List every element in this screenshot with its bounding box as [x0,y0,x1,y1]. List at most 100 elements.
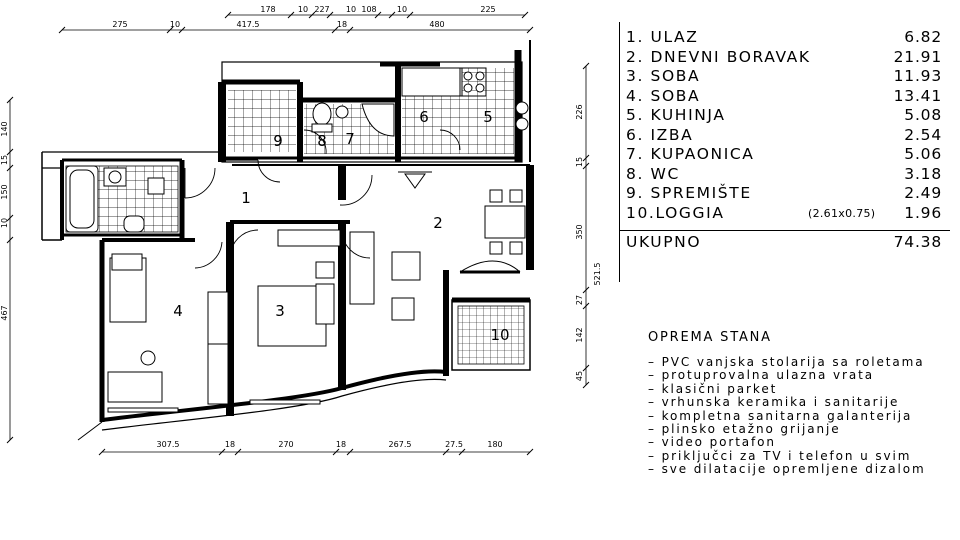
room-number: 4 [173,302,183,320]
dimension-tick [526,26,534,34]
room-name: 4. SOBA [626,86,701,105]
right-dimension: 521.5 [593,263,600,286]
dimension-tick [6,214,14,222]
bottom-dimension: 27.5 [445,440,463,449]
room-name: 6. IZBA [626,125,694,144]
dimension-tick [6,236,14,244]
room-name: 2. DNEVNI BORAVAK [626,47,811,66]
left-dimension: 140 [0,121,9,136]
top-dimension: 275 [112,20,127,29]
room-row: 10.LOGGIA (2.61x0.75) 1.96 [620,204,950,224]
dimension-tick [58,26,66,34]
top-dimension: 18 [337,20,347,29]
room-number: 6 [419,108,429,126]
room-area: 11.93 [893,67,942,85]
right-dimension: 226 [575,104,584,119]
dimension-tick [442,448,450,456]
room-area: 13.41 [893,86,942,105]
dimension-tick [388,11,396,19]
room-note: (2.61x0.75) [808,206,876,220]
room-number: 8 [317,132,327,150]
room-number: 1 [241,189,251,207]
room-name: 10.LOGGIA [626,203,725,222]
right-dimension: 15 [575,157,584,167]
equipment-item: – kompletna sanitarna galanterija [648,408,913,423]
room-number: 7 [345,130,355,148]
top-dimension: 10 [346,5,356,14]
room-area: 5.06 [904,145,942,163]
dimension-tick [287,11,295,19]
dimension-ticks [6,11,590,456]
room-number-labels: 1 2 3 4 5 6 78 9 10 [173,108,509,344]
dimension-tick [326,11,334,19]
dimension-tick [526,448,534,456]
equipment-item: – plinsko etažno grijanje [648,422,841,437]
room-area: 5.08 [904,106,942,124]
bottom-dimension: 18 [225,440,235,449]
room-number: 5 [483,108,493,126]
dimension-tick [6,96,14,104]
right-dimension: 350 [575,224,584,239]
total-row: UKUPNO 74.38 [620,230,950,255]
equipment-item: – video portafon [648,435,776,450]
dimension-tick [458,448,466,456]
room-number: 9 [273,132,283,150]
room-area: 3.18 [904,164,942,183]
fixtures [65,67,529,413]
left-dimension: 467 [0,305,9,320]
top-dimension: 10 [298,5,308,14]
dimension-tick [582,62,590,70]
dimension-tick [178,26,186,34]
room-row: 3. SOBA 11.93 [620,67,950,87]
total-area: 74.38 [893,233,942,251]
dimension-tick [406,11,414,19]
top-dimension: 108 [361,5,376,14]
equipment-item: – priključci za TV i telefon u svim [648,448,912,463]
room-number: 3 [275,302,285,320]
room-area: 21.91 [893,47,942,66]
dimension-tick [218,448,226,456]
equipment-item: – sve dilatacije opremljene dizalom [648,462,926,477]
room-name: 9. SPREMIŠTE [626,184,752,202]
dimension-tick [234,448,242,456]
room-number: 2 [433,214,443,232]
left-dimension: 10 [0,218,9,228]
top-dimension: 417.5 [237,20,260,29]
dimension-tick [6,148,14,156]
door-swings [184,129,461,269]
top-dimension: 227 [314,5,329,14]
room-area: 1.96 [904,203,942,222]
bottom-dimension: 18 [336,440,346,449]
dimension-tick [224,11,232,19]
bottom-dimension: 307.5 [157,440,180,449]
room-name: 5. KUHINJA [626,106,726,124]
dimension-tick [521,11,529,19]
room-number: 10 [490,326,509,344]
equipment-list: OPREMA STANA – PVC vanjska stolarija sa … [648,330,960,477]
equipment-item: – klasični parket [648,381,778,396]
room-row: 2. DNEVNI BORAVAK 21.91 [620,48,950,68]
dimension-tick [582,302,590,310]
room-row: 4. SOBA 13.41 [620,87,950,107]
table-divider [619,22,620,282]
bottom-dimension: 270 [278,440,293,449]
dimension-tick [332,448,340,456]
dimension-tick [582,364,590,372]
dimension-tick [98,448,106,456]
dimension-tick [374,11,382,19]
right-dimension: 45 [575,371,584,381]
top-dimension: 178 [260,5,275,14]
dimension-tick [346,448,354,456]
dimension-tick [582,381,590,389]
room-row: 5. KUHINJA 5.08 [620,106,950,126]
room-name: 3. SOBA [626,67,701,85]
top-dimension: 10 [397,5,407,14]
bottom-dimension: 180 [487,440,502,449]
dimension-tick [308,11,316,19]
top-dimension: 10 [170,20,180,29]
